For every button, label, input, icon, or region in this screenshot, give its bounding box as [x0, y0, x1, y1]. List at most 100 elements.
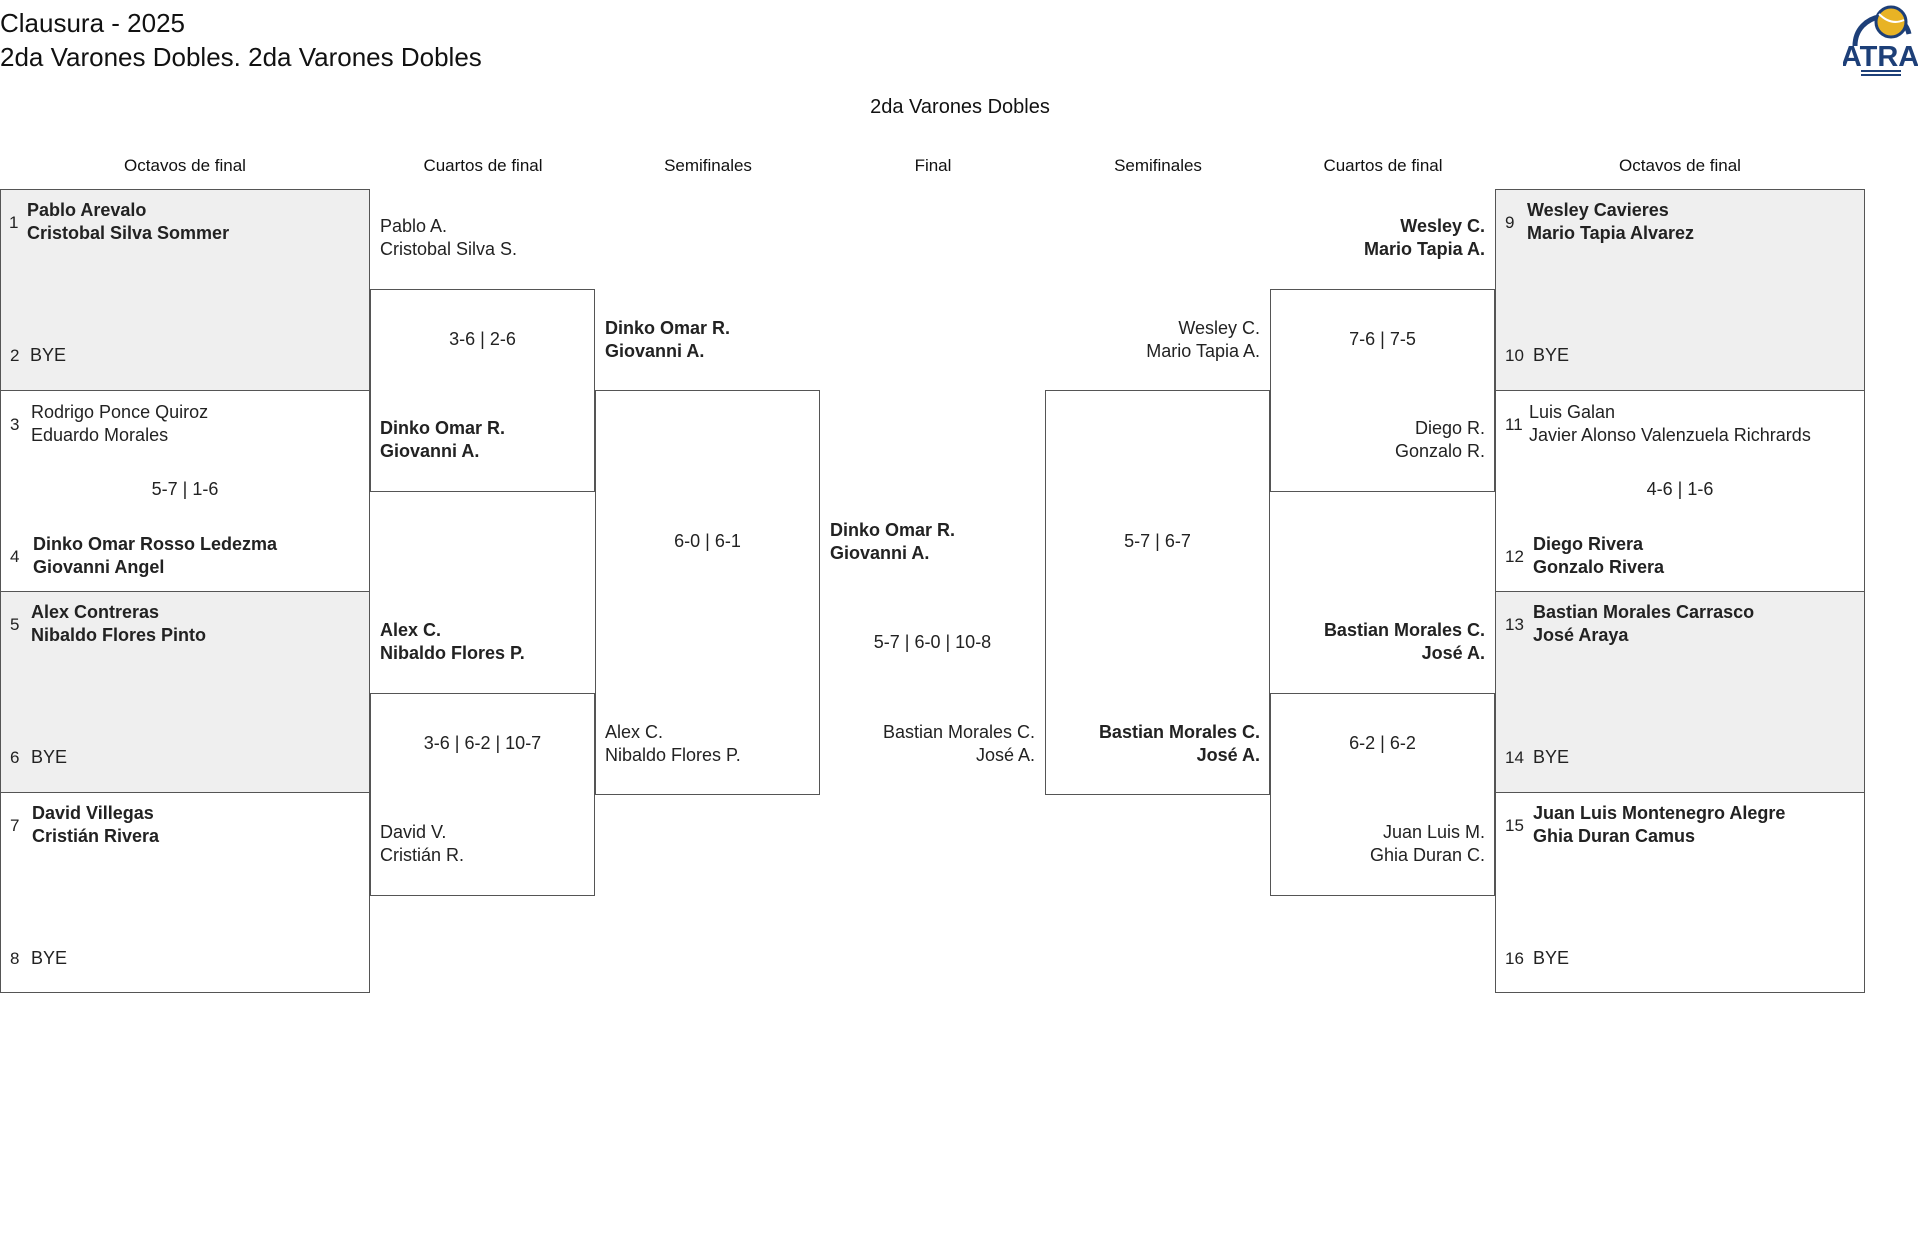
seed-number: 5: [10, 615, 20, 634]
seed-number: 13: [1505, 615, 1524, 634]
bye-label: BYE: [1533, 747, 1570, 767]
r16-entry: Rodrigo Ponce Quiroz Eduardo Morales: [31, 401, 208, 447]
r16-entry: David Villegas Cristián Rivera: [32, 802, 159, 848]
player-name: Alex C.: [605, 722, 664, 742]
player-name: Rodrigo Ponce Quiroz: [31, 402, 209, 422]
round-header-left-r16: Octavos de final: [124, 156, 246, 175]
player-name: Pablo A.: [380, 216, 448, 236]
player-name: Nibaldo Flores Pinto: [31, 625, 207, 645]
player-name: Luis Galan: [1529, 402, 1616, 422]
player-name: Nibaldo Flores P.: [380, 643, 525, 663]
final-score: 5-7 | 6-0 | 10-8: [873, 632, 992, 652]
seed-number: 9: [1505, 213, 1515, 232]
r16-match-box: [0, 591, 370, 793]
qf-entry: Juan Luis M. Ghia Duran C.: [1270, 821, 1485, 867]
r16-entry: Pablo Arevalo Cristobal Silva Sommer: [27, 199, 229, 245]
player-name: Giovanni A.: [830, 543, 930, 563]
r16-entry: Juan Luis Montenegro Alegre Ghia Duran C…: [1533, 802, 1785, 848]
bracket-title: 2da Varones Dobles: [870, 96, 1050, 118]
r16-match-box: [1495, 792, 1865, 993]
round-header-right-sf: Semifinales: [1114, 156, 1202, 175]
player-name: Cristián Rivera: [32, 826, 160, 846]
player-name: Cristobal Silva Sommer: [27, 223, 230, 243]
player-name: Dinko Omar R.: [830, 520, 956, 540]
seed-number: 10: [1505, 346, 1524, 365]
bye-label: BYE: [31, 747, 68, 767]
match-score: 3-6 | 6-2 | 10-7: [423, 733, 542, 753]
qf-connector: [370, 289, 595, 492]
seed-number: 15: [1505, 816, 1524, 835]
player-name: Ghia Duran Camus: [1533, 826, 1696, 846]
player-name: Cristobal Silva S.: [380, 239, 518, 259]
sf-entry: Wesley C. Mario Tapia A.: [1045, 317, 1260, 363]
match-score: 5-7 | 1-6: [151, 479, 219, 499]
seed-number: 8: [10, 949, 20, 968]
svg-text:ATRA: ATRA: [1843, 41, 1918, 73]
sf-connector: [595, 390, 820, 795]
round-header-left-sf: Semifinales: [664, 156, 752, 175]
player-name: Bastian Morales C.: [1098, 722, 1260, 742]
player-name: Bastian Morales C.: [1323, 620, 1485, 640]
qf-entry: David V. Cristián R.: [380, 821, 464, 867]
player-name: Pablo Arevalo: [27, 200, 147, 220]
bye-label: BYE: [30, 345, 67, 365]
player-name: Dinko Omar R.: [605, 318, 731, 338]
match-score: 6-0 | 6-1: [674, 531, 741, 551]
r16-entry: Bastian Morales Carrasco José Araya: [1533, 601, 1754, 647]
player-name: Alex C.: [380, 620, 442, 640]
player-name: Juan Luis Montenegro Alegre: [1533, 803, 1786, 823]
seed-number: 14: [1505, 748, 1524, 767]
player-name: Ghia Duran C.: [1369, 845, 1485, 865]
seed-number: 1: [9, 213, 19, 232]
r16-entry: Dinko Omar Rosso Ledezma Giovanni Angel: [33, 533, 277, 579]
r16-entry: Diego Rivera Gonzalo Rivera: [1533, 533, 1664, 579]
seed-number: 7: [10, 816, 20, 835]
seed-number: 6: [10, 748, 20, 767]
r16-match-box: [1495, 189, 1865, 391]
qf-connector: [1270, 693, 1495, 896]
player-name: Bastian Morales C.: [882, 722, 1035, 742]
player-name: Alex Contreras: [31, 602, 160, 622]
round-header-left-qf: Cuartos de final: [423, 156, 543, 175]
sf-entry: Dinko Omar R. Giovanni A.: [605, 317, 730, 363]
player-name: Javier Alonso Valenzuela Richrards: [1529, 425, 1811, 445]
r16-match-box: [0, 792, 370, 993]
r16-entry: Alex Contreras Nibaldo Flores Pinto: [31, 601, 206, 647]
final-entry-top: Dinko Omar R. Giovanni A.: [830, 519, 955, 565]
qf-entry: Wesley C. Mario Tapia A.: [1270, 215, 1485, 261]
player-name: Bastian Morales Carrasco: [1533, 602, 1755, 622]
player-name: Mario Tapia A.: [1146, 341, 1260, 361]
seed-number: 2: [10, 346, 20, 365]
sf-entry: Alex C. Nibaldo Flores P.: [605, 721, 741, 767]
player-name: Giovanni Angel: [33, 557, 165, 577]
player-name: Gonzalo Rivera: [1533, 557, 1665, 577]
player-name: Giovanni A.: [605, 341, 705, 361]
player-name: José A.: [1421, 643, 1485, 663]
seed-number: 11: [1505, 415, 1523, 434]
player-name: Dinko Omar R.: [380, 418, 506, 438]
player-name: Nibaldo Flores P.: [605, 745, 741, 765]
match-score: 6-2 | 6-2: [1349, 733, 1416, 753]
qf-entry: Pablo A. Cristobal Silva S.: [380, 215, 517, 261]
atra-logo: ATRA: [1841, 0, 1919, 82]
player-name: José Araya: [1533, 625, 1629, 645]
player-name: Dinko Omar Rosso Ledezma: [33, 534, 278, 554]
player-name: Wesley Cavieres: [1527, 200, 1669, 220]
qf-connector: [370, 693, 595, 896]
player-name: David Villegas: [32, 803, 154, 823]
match-score: 7-6 | 7-5: [1349, 329, 1416, 349]
round-header-right-r16: Octavos de final: [1619, 156, 1741, 175]
category-title: 2da Varones Dobles. 2da Varones Dobles: [0, 42, 482, 72]
match-score: 5-7 | 6-7: [1124, 531, 1191, 551]
r16-entry: Wesley Cavieres Mario Tapia Alvarez: [1527, 199, 1694, 245]
match-score: 4-6 | 1-6: [1646, 479, 1714, 499]
qf-entry: Dinko Omar R. Giovanni A.: [380, 417, 505, 463]
round-header-final: Final: [914, 156, 952, 175]
sf-entry: Bastian Morales C. José A.: [1045, 721, 1260, 767]
match-score: 3-6 | 2-6: [449, 329, 516, 349]
player-name: José A.: [1196, 745, 1260, 765]
player-name: José A.: [975, 745, 1035, 765]
player-name: Eduardo Morales: [31, 425, 169, 445]
bye-label: BYE: [1533, 345, 1570, 365]
r16-entry: Luis Galan Javier Alonso Valenzuela Rich…: [1529, 401, 1811, 447]
